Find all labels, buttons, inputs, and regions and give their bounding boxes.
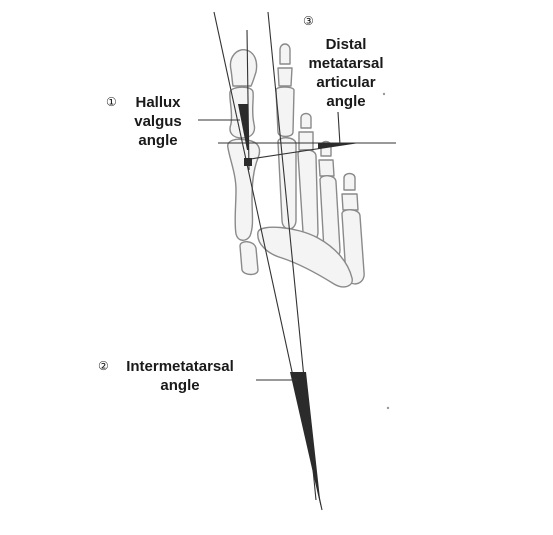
second-toe-proximal [275,86,295,138]
angle-wedges [238,104,356,508]
hallux-valgus-wedge [238,104,249,150]
hallux-valgus-line3: angle [138,132,178,149]
intermetatarsal-number: ② [98,359,109,373]
third-toe-distal [300,112,312,129]
hallux-valgus-line1: Hallux [135,94,181,111]
distal-metatarsal-label: Distal metatarsal articular angle [298,35,394,111]
distal-metatarsal-number: ③ [303,14,314,28]
distal-metatarsal-line1: Distal [325,36,367,53]
hallux-valgus-line2: valgus [134,113,182,130]
distal-metatarsal-line3: articular [316,74,376,91]
intermetatarsal-label: Intermetatarsal angle [116,357,244,395]
intermetatarsal-line2: angle [160,377,200,394]
fourth-toe-proximal [318,159,335,177]
fifth-toe-distal [343,172,356,191]
distal-metatarsal-line4: angle [326,93,366,110]
second-metatarsal [277,137,297,230]
tarsal-block [257,226,353,288]
foot-bones [227,43,365,288]
medial-cuneiform [239,241,259,276]
hallux-valgus-number: ① [106,95,117,109]
third-metatarsal [297,149,319,242]
intermetatarsal-wedge [290,372,321,508]
fifth-toe-proximal [341,193,359,211]
third-toe-proximal [298,131,314,151]
first-metatarsal [227,138,261,241]
leader-lines [198,111,341,381]
joint-marker [244,158,252,166]
second-toe-middle [277,67,293,87]
hallux-valgus-label: Hallux valgus angle [124,93,192,150]
intermetatarsal-line1: Intermetatarsal [126,358,234,375]
second-toe-distal [279,43,291,65]
distal-metatarsal-line2: metatarsal [308,55,384,72]
dot-markers [382,92,390,410]
distal-articular-wedge [318,143,356,149]
distal-leader [337,111,341,146]
hallux-distal-phalanx [229,49,258,87]
